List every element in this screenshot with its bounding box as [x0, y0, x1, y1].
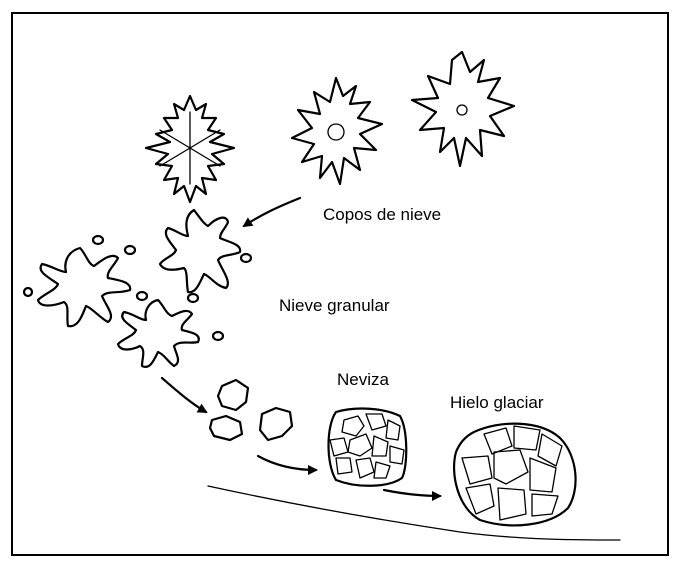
arrow-granular-to-firn-grains — [162, 378, 206, 412]
granular-snow-pellets — [24, 236, 251, 340]
snowflake-1 — [146, 96, 234, 202]
arrow-grains-to-firn — [258, 456, 316, 470]
glacier-ice-mass — [454, 424, 575, 526]
snowflake-3 — [412, 52, 514, 166]
snowflake-2 — [292, 78, 382, 184]
arrow-snowflakes-to-granular — [244, 198, 300, 226]
label-firn: Neviza — [337, 370, 389, 390]
granular-snow-crystal-3 — [118, 300, 199, 367]
firn-grain-cluster — [329, 409, 407, 486]
arrow-firn-to-glacier-ice — [384, 490, 440, 496]
granular-snow-crystal-2 — [38, 248, 130, 326]
rounded-grains — [210, 380, 292, 440]
label-granular-snow: Nieve granular — [279, 296, 390, 316]
granular-snow-crystal-1 — [160, 210, 240, 292]
label-glacier-ice: Hielo glaciar — [450, 393, 544, 413]
label-snowflakes: Copos de nieve — [323, 205, 441, 225]
